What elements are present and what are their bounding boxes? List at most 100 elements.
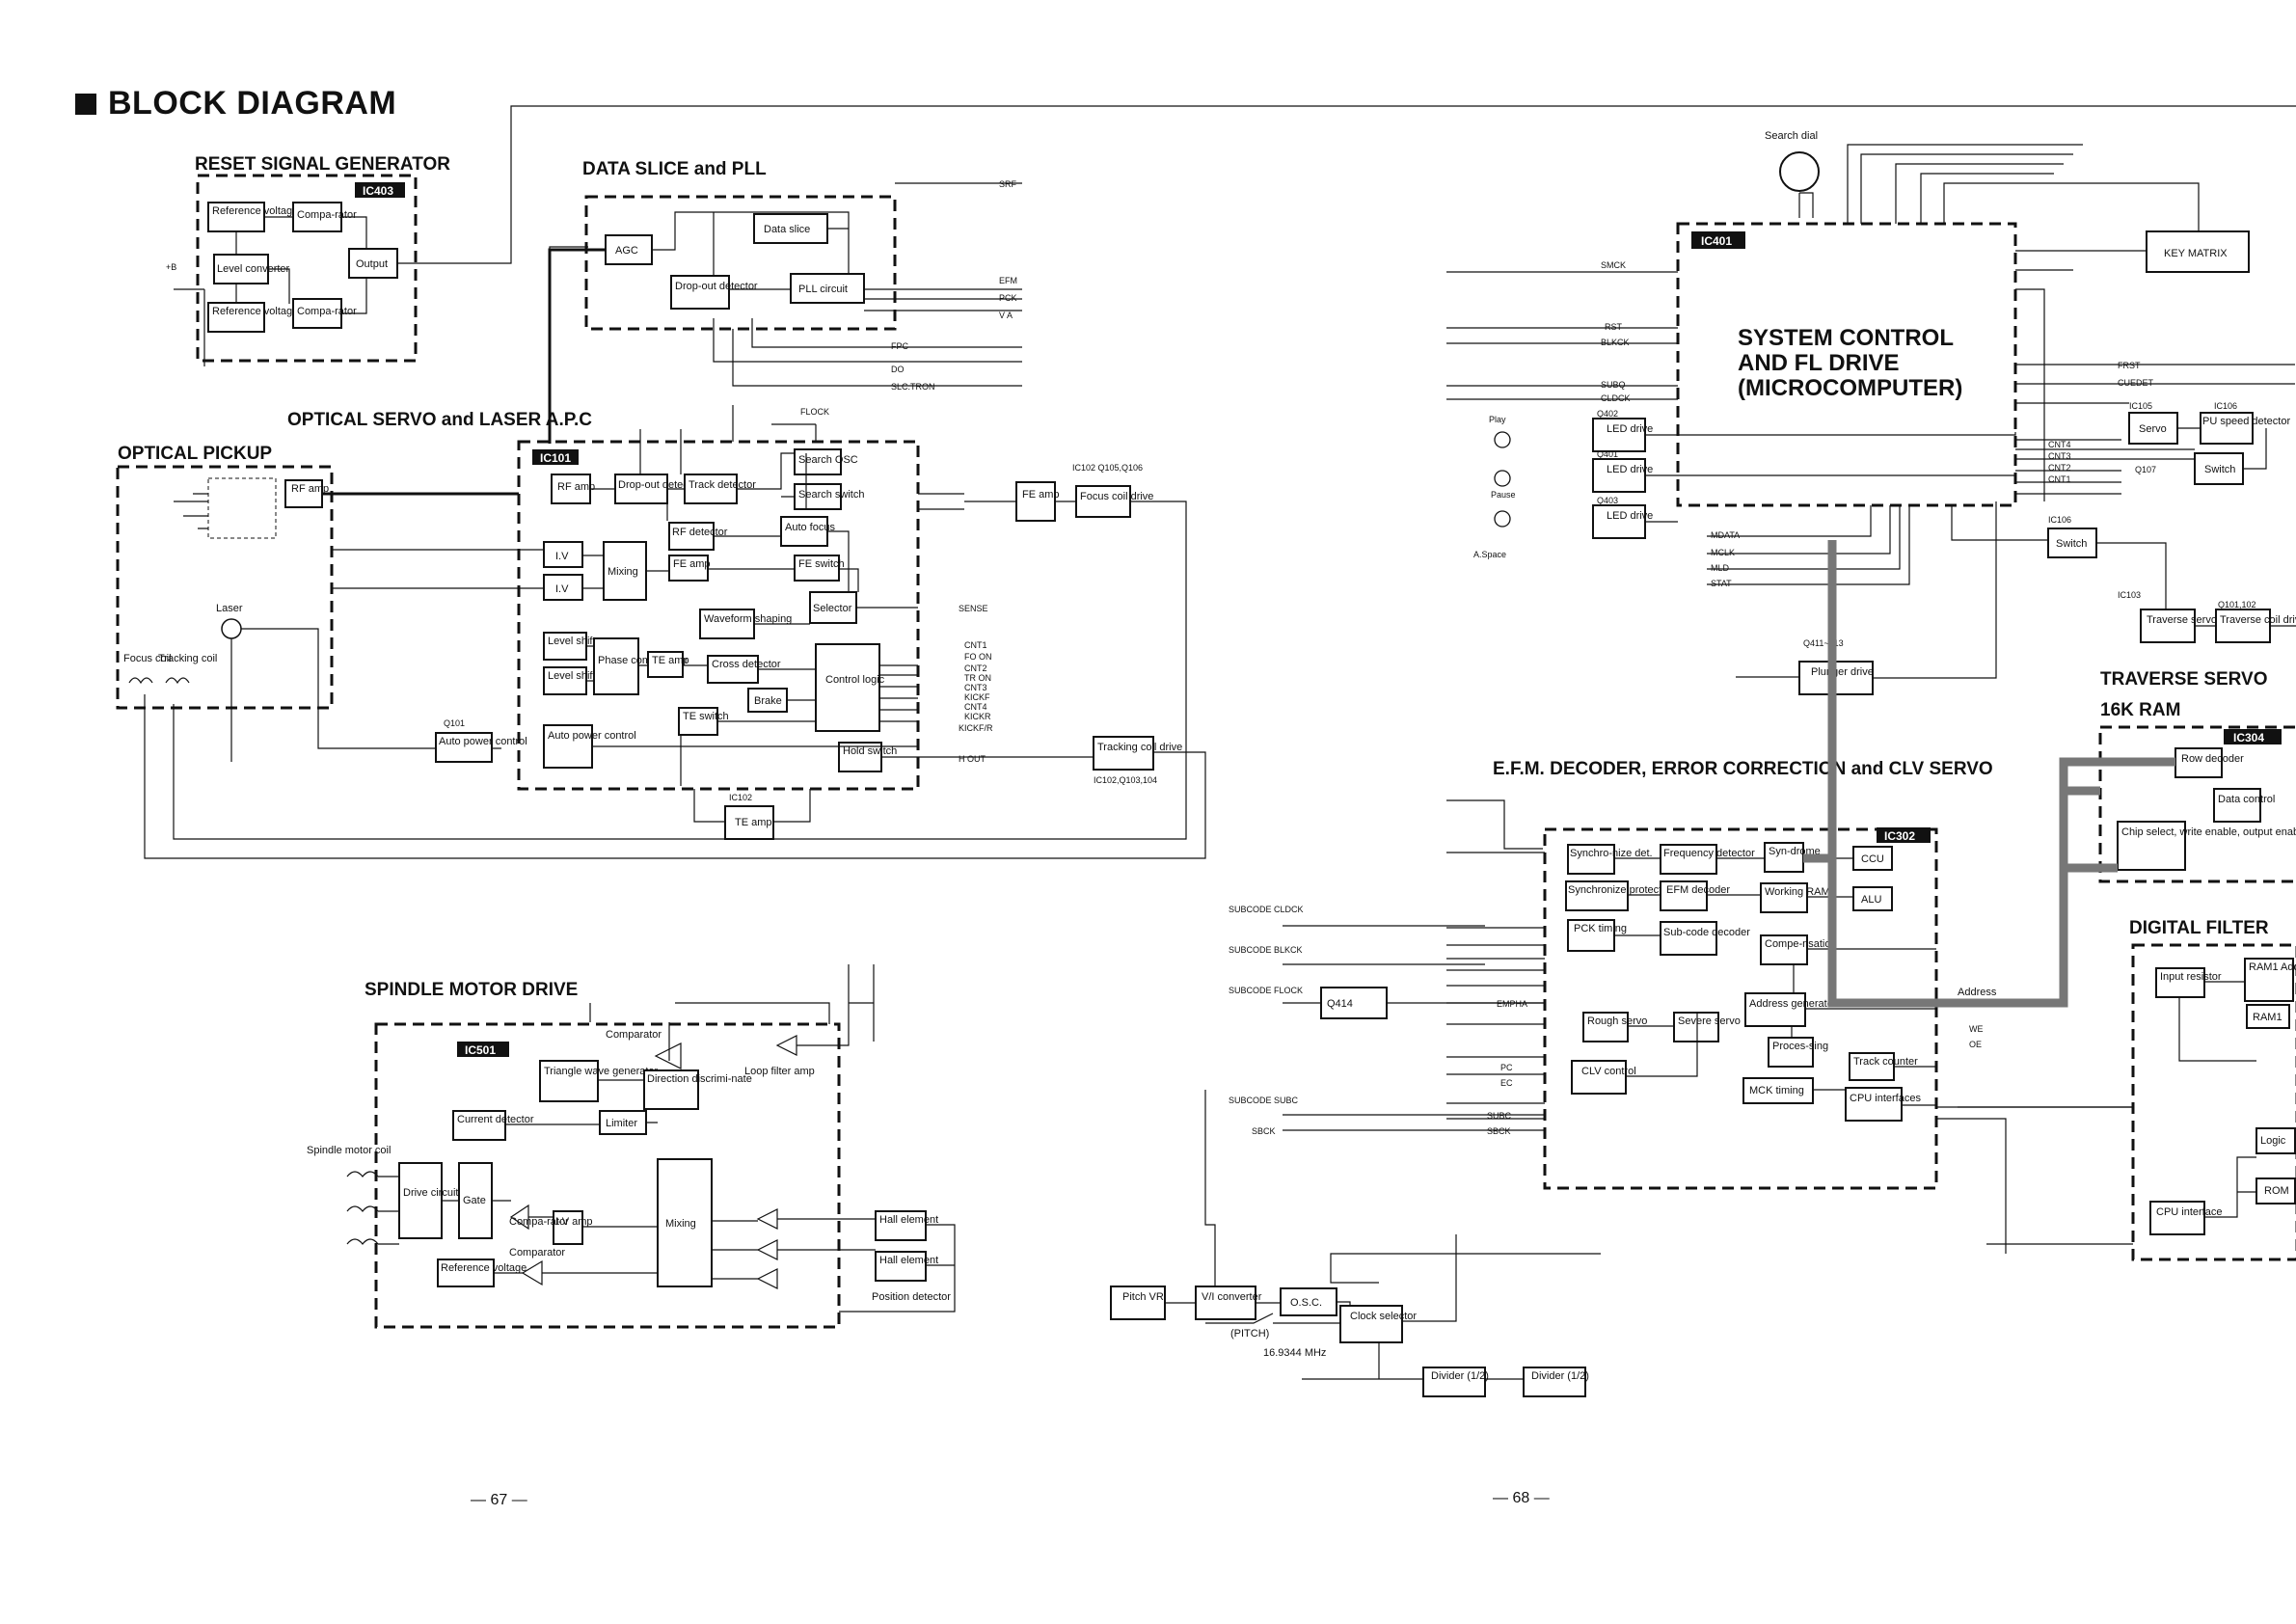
search-dial-icon[interactable] xyxy=(1779,151,1820,192)
ic501-label: IC501 xyxy=(465,1043,496,1057)
coil-drive-wires xyxy=(144,501,1206,859)
auto-power-control-1 xyxy=(543,724,593,769)
pause-label: Pause xyxy=(1491,490,1516,500)
data-slice-block xyxy=(753,213,828,244)
sig-cnt3b: CNT3 xyxy=(2048,451,2071,461)
syndrome xyxy=(1764,842,1804,873)
efm-decoder xyxy=(1660,880,1708,911)
fe-amp-2 xyxy=(1015,481,1056,522)
track-counter-label: Track counter xyxy=(1853,1056,1918,1068)
te-amp-2 xyxy=(724,805,774,840)
frequency-detector xyxy=(1660,844,1717,875)
fe-amp-1 xyxy=(668,555,709,582)
servo-ic105 xyxy=(2128,412,2178,445)
q402-label: Q402 xyxy=(1597,409,1618,419)
rom-label: ROM xyxy=(2264,1185,2289,1197)
switch-q107 xyxy=(2194,452,2244,485)
processing-label: Proces-sing xyxy=(1772,1041,1828,1052)
brake xyxy=(747,688,788,713)
efm-section-title: E.F.M. DECODER, ERROR CORRECTION and CLV… xyxy=(1493,759,1993,779)
direction-discriminate-label: Direction discrimi-nate xyxy=(647,1073,752,1085)
pickup-rf-amp xyxy=(284,479,323,508)
synchronize-protection-label: Synchronize protection xyxy=(1568,884,1676,896)
sig-mclk: MCLK xyxy=(1711,548,1735,557)
search-switch xyxy=(794,483,842,510)
search-osc-label: Search OSC xyxy=(798,454,858,466)
cpu-interface-label: CPU interface xyxy=(2156,1206,2222,1218)
reset-comparator-1-label: Compa-rator xyxy=(297,209,357,221)
servo-dropout-detector-label: Drop-out detector xyxy=(618,479,701,491)
ic103-label: IC103 xyxy=(2118,590,2141,600)
drive-circuit xyxy=(398,1162,443,1239)
vi-converter-label: V/I converter xyxy=(1202,1291,1262,1303)
laser-diode-icon xyxy=(221,618,242,639)
play-led-icon xyxy=(1494,431,1511,448)
cpu-interfaces-label: CPU interfaces xyxy=(1850,1093,1921,1104)
sig-hout: H OUT xyxy=(959,754,986,764)
system-title-line1: SYSTEM CONTROL xyxy=(1738,325,1954,351)
clv-control-label: CLV control xyxy=(1581,1066,1636,1077)
pause-led-icon xyxy=(1494,470,1511,487)
input-resistor xyxy=(2155,967,2205,998)
alu xyxy=(1852,886,1893,911)
efm-blocks: Synchro-nize det. Synchronize protection… xyxy=(1565,842,1921,1122)
track-detector-label: Track detector xyxy=(689,479,756,491)
divider-2 xyxy=(1523,1367,1586,1397)
reset-wires xyxy=(174,105,2296,366)
sig-cnt2: CNT2 xyxy=(964,663,987,673)
focus-coil-drive-label: Focus coil drive xyxy=(1080,491,1153,502)
traverse-servo-label: Traverse servo xyxy=(2147,614,2217,626)
row-decoder xyxy=(2174,747,2223,778)
divider-2-label: Divider (1/2) xyxy=(1531,1370,1589,1382)
current-detector-label: Current detector xyxy=(457,1114,534,1125)
processing xyxy=(1768,1037,1814,1068)
subcode-blkck-label: SUBCODE BLKCK xyxy=(1229,945,1303,955)
search-dial-label: Search dial xyxy=(1765,130,1818,142)
control-logic-label: Control logic xyxy=(825,674,885,686)
servo-wires xyxy=(582,405,964,786)
comparator-label-1: Comparator xyxy=(606,1029,662,1041)
agc-label: AGC xyxy=(615,245,638,257)
sig-sbck: SBCK xyxy=(1487,1126,1511,1136)
reset-level-converter-label: Level converter xyxy=(217,263,290,275)
pu-speed-detector-label: PU speed detector xyxy=(2202,416,2290,427)
sig-slctron: SLC.TRON xyxy=(891,382,935,392)
sig-tron: TR ON xyxy=(964,673,991,683)
led-drive-2-label: LED drive xyxy=(1607,464,1653,475)
ic106-label: IC106 xyxy=(2214,401,2237,411)
sig-ec: EC xyxy=(1500,1078,1513,1088)
agc-block xyxy=(605,234,653,265)
subcode-wires xyxy=(1283,925,1545,1131)
dataslice-rf-thick xyxy=(548,248,606,444)
severe-servo-label: Severe servo xyxy=(1678,1015,1741,1027)
divider-1 xyxy=(1422,1367,1486,1397)
led-drive-1-label: LED drive xyxy=(1607,423,1653,435)
signal-tags: SRF EFM PCK V A FPC DO SLC.TRON FLOCK SE… xyxy=(800,179,2154,1136)
subcode-flock-label: SUBCODE FLOCK xyxy=(1229,986,1303,995)
brake-label: Brake xyxy=(754,695,782,707)
pickup-coil-icons xyxy=(128,677,190,685)
spindle-coil-label: Spindle motor coil xyxy=(307,1145,391,1156)
auto-power-control-2-label: Auto power control xyxy=(439,736,527,747)
switching-q414 xyxy=(1320,987,1388,1019)
direction-discriminate xyxy=(643,1069,699,1110)
spindle-wires xyxy=(346,964,956,1313)
subcode-decoder xyxy=(1660,921,1717,956)
cross-detector-label: Cross detector xyxy=(712,659,781,670)
control-logic xyxy=(815,643,880,732)
clv-control xyxy=(1571,1060,1627,1095)
q105-label: IC102 Q105,Q106 xyxy=(1072,463,1143,473)
filter-wires xyxy=(1958,981,2256,1245)
servo-ic105-label: Servo xyxy=(2139,423,2167,435)
sig-cnt4: CNT4 xyxy=(964,702,987,712)
data-control-label: Data control xyxy=(2218,794,2275,805)
subcode-sbck-label: SBCK xyxy=(1252,1126,1276,1136)
sig-smck: SMCK xyxy=(1601,260,1626,270)
sig-kickf: KICKF xyxy=(964,692,990,702)
mck-timing xyxy=(1742,1077,1814,1104)
data-control xyxy=(2213,788,2261,823)
rom xyxy=(2255,1177,2296,1204)
servo-rf-amp xyxy=(551,474,591,504)
ic304-label: IC304 xyxy=(2233,731,2264,744)
subcode-subc-label: SUBCODE SUBC xyxy=(1229,1096,1299,1105)
